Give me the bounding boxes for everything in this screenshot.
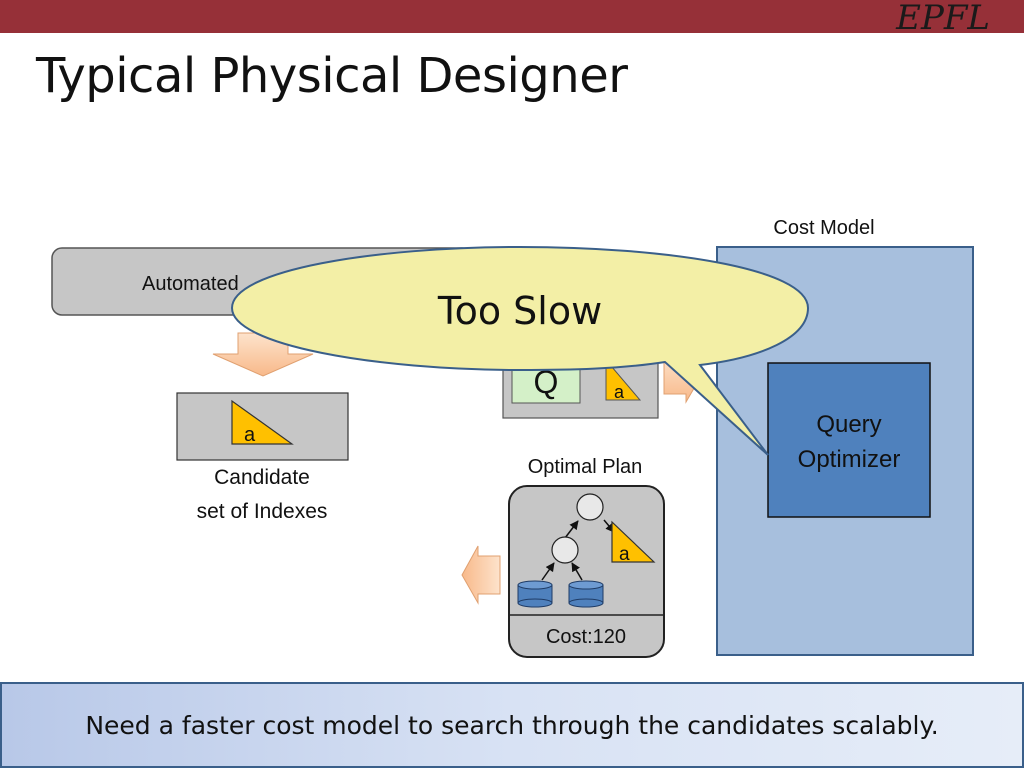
conclusion-box: Need a faster cost model to search throu… [0, 682, 1024, 768]
query-index-label: a [614, 382, 625, 402]
optimal-plan-label: Optimal Plan [528, 456, 643, 478]
candidate-caption-line1: Candidate [214, 466, 310, 489]
database-icon [517, 580, 553, 608]
conclusion-text: Need a faster cost model to search throu… [85, 710, 939, 740]
callout-text: Too Slow [437, 289, 602, 333]
plan-index-label: a [619, 544, 630, 565]
tree-edge [571, 562, 583, 581]
automated-label: Automated [142, 273, 239, 295]
tree-node-icon [576, 493, 604, 521]
diagram-canvas: Automated a Candidate set of Indexes Q a… [51, 217, 974, 658]
tree-edge [541, 562, 555, 581]
tree-node-icon [551, 536, 579, 564]
header-bar [0, 0, 1024, 33]
index-triangle-icon [231, 399, 294, 445]
epfl-logo: EPFL [896, 0, 990, 38]
plan-index-triangle-icon [611, 520, 656, 563]
query-index-triangle-icon [605, 358, 642, 401]
database-icon [568, 580, 604, 608]
query-optimizer-box [767, 362, 931, 518]
cost-model-label: Cost Model [773, 217, 874, 239]
candidate-caption-line2: set of Indexes [197, 500, 328, 523]
tree-edge [564, 520, 579, 539]
candidate-index-label: a [244, 424, 256, 446]
optimizer-line1: Query [816, 411, 881, 438]
too-slow-callout [230, 245, 810, 456]
plan-cost-label: Cost:120 [546, 626, 626, 648]
optimizer-line2: Optimizer [798, 446, 901, 473]
slide-title: Typical Physical Designer [36, 48, 628, 104]
left-arrow-icon [461, 545, 501, 605]
